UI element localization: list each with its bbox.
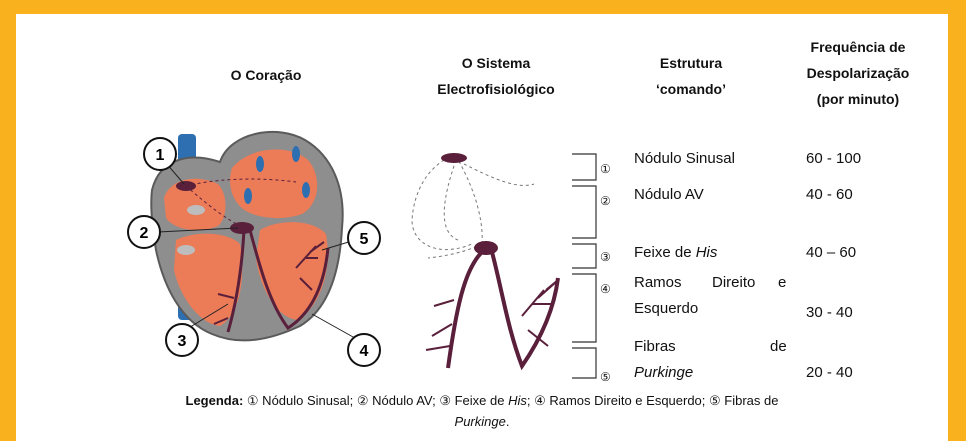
freq-his: 40 – 60: [806, 244, 856, 261]
legend-end: .: [506, 414, 510, 429]
pulmonary-vein-opening: [244, 188, 252, 204]
right-bundle-branch: [448, 252, 482, 368]
internodal-pathway: [428, 244, 482, 258]
header-command-line2: ‘comando’: [631, 76, 751, 102]
legend-text-a: ① Nódulo Sinusal; ② Nódulo AV; ③ Feixe d…: [243, 393, 508, 408]
pulmonary-vein-opening: [256, 156, 264, 172]
callout-1: 1: [144, 138, 176, 170]
legend-line1: Legenda: ① Nódulo Sinusal; ② Nódulo AV; …: [16, 390, 948, 411]
svg-text:2: 2: [140, 225, 149, 242]
header-frequency: Frequência de Despolarização (por minuto…: [778, 34, 938, 112]
bracket-lines: [568, 146, 608, 386]
structure-purkinje-line1b: de: [770, 338, 787, 355]
freq-av-node: 40 - 60: [806, 186, 853, 203]
valve-shape: [177, 245, 195, 255]
marker-1: ①: [600, 162, 611, 176]
legend-text-b: ; ④ Ramos Direito e Esquerdo; ⑤ Fibras d…: [527, 393, 779, 408]
callout-2: 2: [128, 216, 160, 248]
structure-his-prefix: Feixe de: [634, 244, 696, 261]
structure-branches-line1c: e: [778, 274, 786, 291]
bracket-his: [572, 244, 596, 268]
legend-purkinge: Purkinge: [455, 414, 506, 429]
header-system: O Sistema Electrofisiológico: [411, 50, 581, 102]
header-command: Estrutura ‘comando’: [631, 50, 751, 102]
legend-his: His: [508, 393, 527, 408]
svg-text:3: 3: [178, 333, 187, 350]
valve-shape: [187, 205, 205, 215]
callout-3: 3: [166, 324, 198, 356]
header-frequency-line1: Frequência de: [778, 34, 938, 60]
content-panel: O Coração O Sistema Electrofisiológico E…: [16, 14, 948, 441]
structure-purkinje-line2: Purkinge: [634, 364, 693, 381]
pulmonary-vein-opening: [302, 182, 310, 198]
marker-4: ④: [600, 282, 611, 296]
svg-text:5: 5: [360, 231, 369, 248]
sinus-node: [441, 153, 467, 163]
legend-label: Legenda:: [186, 393, 244, 408]
header-frequency-line3: (por minuto): [778, 86, 938, 112]
header-system-line2: Electrofisiológico: [411, 76, 581, 102]
internodal-pathway: [464, 164, 534, 185]
freq-purkinje: 20 - 40: [806, 364, 853, 381]
structure-purkinje-line1a: Fibras: [634, 338, 676, 355]
svg-text:4: 4: [360, 343, 369, 360]
marker-2: ②: [600, 194, 611, 208]
sinus-node: [176, 181, 196, 191]
av-node: [474, 241, 498, 255]
structure-his: Feixe de His: [634, 244, 717, 261]
legend-line2: Purkinge.: [16, 411, 948, 432]
structure-av-node: Nódulo AV: [634, 186, 704, 203]
bracket-purkinje: [572, 348, 596, 378]
header-frequency-line2: Despolarização: [778, 60, 938, 86]
structure-his-italic: His: [696, 244, 718, 261]
structure-branches-line1b: Direito: [712, 274, 755, 291]
internodal-pathway: [412, 160, 472, 250]
header-system-line1: O Sistema: [411, 50, 581, 76]
bracket-av-node: [572, 186, 596, 238]
structure-sinus-node: Nódulo Sinusal: [634, 150, 735, 167]
header-command-line1: Estrutura: [631, 50, 751, 76]
legend: Legenda: ① Nódulo Sinusal; ② Nódulo AV; …: [16, 390, 948, 432]
header-heart: O Coração: [196, 62, 336, 88]
svg-text:1: 1: [156, 147, 165, 164]
pulmonary-vein-opening: [292, 146, 300, 162]
bracket-branches: [572, 274, 596, 342]
marker-5: ⑤: [600, 370, 611, 384]
structure-branches-line2: Esquerdo: [634, 300, 698, 317]
structure-branches-line1a: Ramos: [634, 274, 682, 291]
internodal-pathway: [456, 156, 482, 244]
left-bundle-branch: [492, 252, 558, 366]
callout-5: 5: [348, 222, 380, 254]
marker-3: ③: [600, 250, 611, 264]
bracket-sinus-node: [572, 154, 596, 180]
freq-branches: 30 - 40: [806, 304, 853, 321]
internodal-pathway: [444, 160, 458, 240]
freq-sinus-node: 60 - 100: [806, 150, 861, 167]
callout-4: 4: [348, 334, 380, 366]
